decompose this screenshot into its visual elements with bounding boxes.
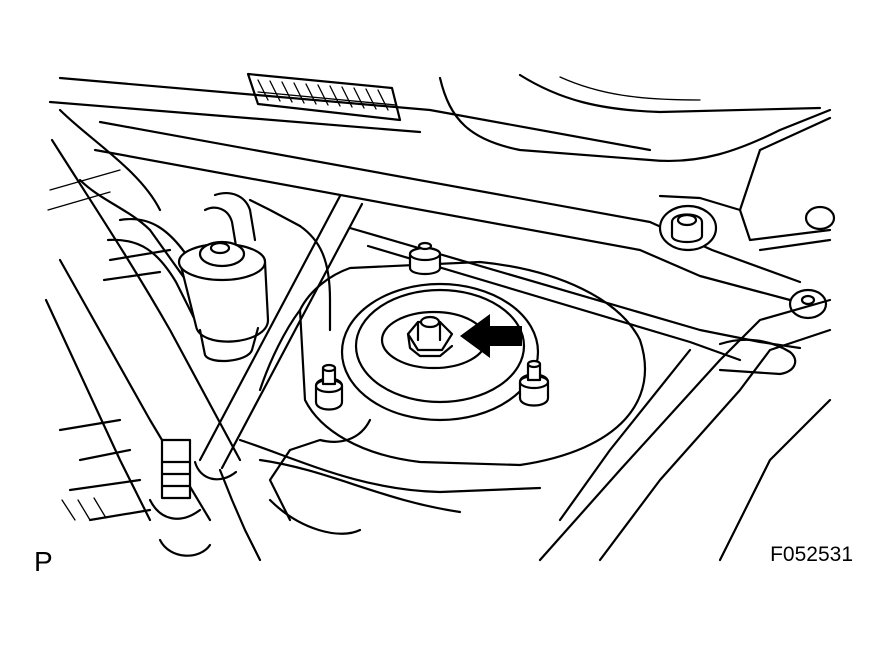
reservoir <box>177 240 270 363</box>
center-nut-icon <box>406 315 454 358</box>
body-bolt-icon <box>658 204 836 320</box>
figure-code: F052531 <box>770 543 853 566</box>
mount-nut-icon <box>408 241 442 276</box>
mount-nut-icon <box>518 359 550 407</box>
diagonal-brace <box>193 194 364 481</box>
connector-clamp <box>148 438 362 562</box>
mount-nut-icon <box>314 363 344 411</box>
view-letter: P <box>34 546 53 577</box>
strut-mount <box>340 282 540 422</box>
shock-tower <box>238 260 647 522</box>
cowl-panel <box>48 73 832 242</box>
lower-frame <box>538 238 832 562</box>
arrow-icon <box>460 314 522 358</box>
